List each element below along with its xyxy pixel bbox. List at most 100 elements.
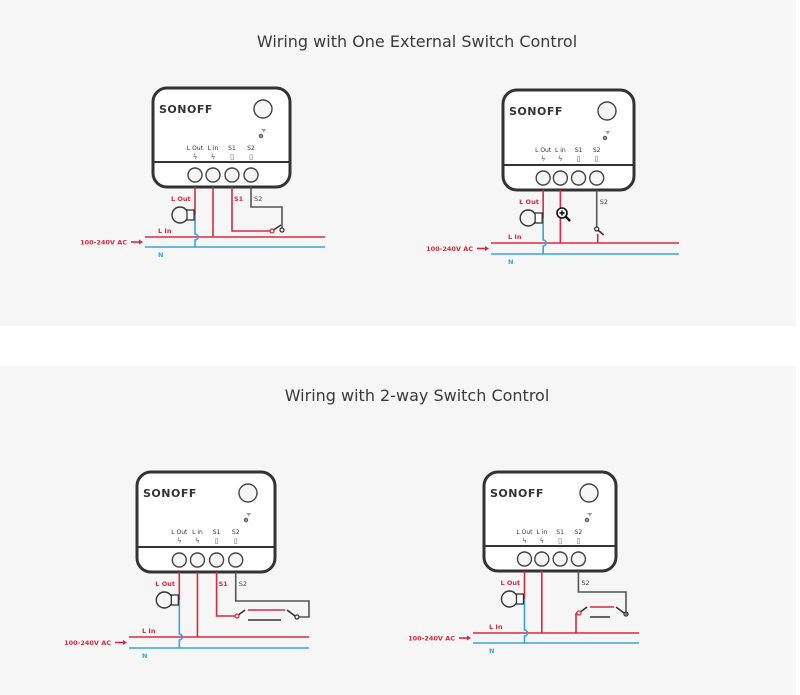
wifi-led-icon: ᯤ xyxy=(246,511,252,518)
terminal-label: S2 xyxy=(232,529,240,536)
neutral-label: N xyxy=(508,258,513,266)
lamp-icon xyxy=(155,591,174,609)
live-label: L In xyxy=(508,233,522,241)
s2-wire xyxy=(234,572,310,618)
terminal-label: S2 xyxy=(593,147,601,154)
s2-label: S2 xyxy=(239,580,247,588)
pairing-button-icon xyxy=(253,99,273,119)
section-one-switch: Wiring with One External Switch Control xyxy=(0,0,796,326)
terminal-screw xyxy=(243,167,259,183)
lightning-icon: ϟ xyxy=(539,537,544,545)
live-label: L In xyxy=(489,623,503,631)
terminal-screw xyxy=(171,552,188,568)
arrow-head-icon xyxy=(485,246,489,251)
lamp-neutral-wire xyxy=(523,599,529,643)
terminal-label: S2 xyxy=(247,145,255,152)
lightning-icon: ϟ xyxy=(522,537,527,545)
switch-port-icon: ▯ xyxy=(577,155,581,163)
neutral-label: N xyxy=(158,251,163,259)
switch-lever xyxy=(286,609,296,617)
terminal-screw xyxy=(552,170,569,186)
terminal-label: S1 xyxy=(228,145,236,152)
terminal-screw xyxy=(535,170,551,186)
terminal-screw xyxy=(534,551,550,567)
switch-contact xyxy=(294,614,300,620)
lightning-icon: ϟ xyxy=(558,155,563,163)
switch-port-icon: ▯ xyxy=(230,153,234,161)
lightning-icon: ϟ xyxy=(541,155,546,163)
terminal-label: L Out xyxy=(535,147,552,154)
pairing-button-icon xyxy=(238,483,258,503)
led-dot xyxy=(258,133,264,139)
lightning-icon: ϟ xyxy=(177,537,182,545)
terminal-label: L Out xyxy=(516,529,533,536)
wifi-led-icon: ᯤ xyxy=(261,127,267,134)
s2-label: S2 xyxy=(254,195,262,203)
wifi-led-icon: ᯤ xyxy=(587,511,593,518)
switch-contact xyxy=(279,227,285,233)
voltage-label: 100-240V AC xyxy=(64,639,111,647)
brand-logo: SONOFF xyxy=(509,105,563,118)
section-two-way-switch: Wiring with 2-way Switch Control xyxy=(0,366,796,695)
terminal-screw xyxy=(187,167,203,183)
arrow-head-icon xyxy=(467,635,471,641)
lamp-icon xyxy=(171,206,189,224)
terminal-label: L Out xyxy=(187,145,204,152)
lamp-neutral-wire xyxy=(178,600,184,648)
terminal-label: L in xyxy=(208,145,219,152)
terminal-label: S1 xyxy=(575,147,583,154)
wifi-led-icon: ᯤ xyxy=(605,129,611,136)
lamp-base-icon xyxy=(186,209,195,221)
s2-wire xyxy=(577,571,628,615)
switch-lever xyxy=(615,606,625,614)
brand-logo: SONOFF xyxy=(159,103,213,116)
voltage-label: 100-240V AC xyxy=(426,245,473,253)
neutral-label: N xyxy=(489,647,494,655)
voltage-label: 100-240V AC xyxy=(408,635,455,643)
switch-port-icon: ▯ xyxy=(215,537,219,545)
switch-port-icon: ▯ xyxy=(576,537,580,545)
live-label: L In xyxy=(142,627,156,635)
s1-wire xyxy=(231,187,270,232)
arrow-head-icon xyxy=(123,640,127,645)
led-dot xyxy=(243,517,249,523)
terminal-screw xyxy=(570,170,587,186)
terminal-screw xyxy=(589,170,605,186)
terminal-screw xyxy=(552,551,568,567)
terminal-label: S1 xyxy=(556,529,564,536)
switch-port-icon: ▯ xyxy=(234,537,238,545)
switch-port-icon: ▯ xyxy=(249,153,253,161)
lightning-icon: ϟ xyxy=(195,537,200,545)
s2-wire xyxy=(250,187,283,228)
switch-contact xyxy=(594,226,600,232)
lamp-icon xyxy=(500,590,519,608)
terminal-screw xyxy=(224,167,240,183)
s2-label: S2 xyxy=(581,579,589,587)
terminal-screw xyxy=(570,551,587,567)
section-title: Wiring with 2-way Switch Control xyxy=(284,386,550,405)
lamp-icon xyxy=(519,209,537,227)
terminal-label: L in xyxy=(555,147,566,154)
s1-label: S1 xyxy=(234,195,244,203)
s1-label: S1 xyxy=(219,580,229,588)
terminal-screw xyxy=(208,552,225,568)
zoom-in-cursor-icon xyxy=(556,207,571,222)
terminal-screw xyxy=(228,552,244,568)
switch-port-icon: ▯ xyxy=(558,537,562,545)
switch-contact xyxy=(576,610,582,616)
lamp-base-icon xyxy=(534,212,543,224)
section-title: Wiring with One External Switch Control xyxy=(256,32,578,51)
neutral-label: N xyxy=(142,652,147,660)
voltage-label: 100-240V AC xyxy=(80,239,127,247)
terminal-screw xyxy=(516,551,533,567)
terminal-label: L in xyxy=(192,529,203,536)
lamp-base-icon xyxy=(170,594,179,606)
terminal-label: L in xyxy=(536,529,547,536)
lightning-icon: ϟ xyxy=(211,153,216,161)
lamp-neutral-wire xyxy=(542,218,547,254)
led-dot xyxy=(584,517,590,523)
